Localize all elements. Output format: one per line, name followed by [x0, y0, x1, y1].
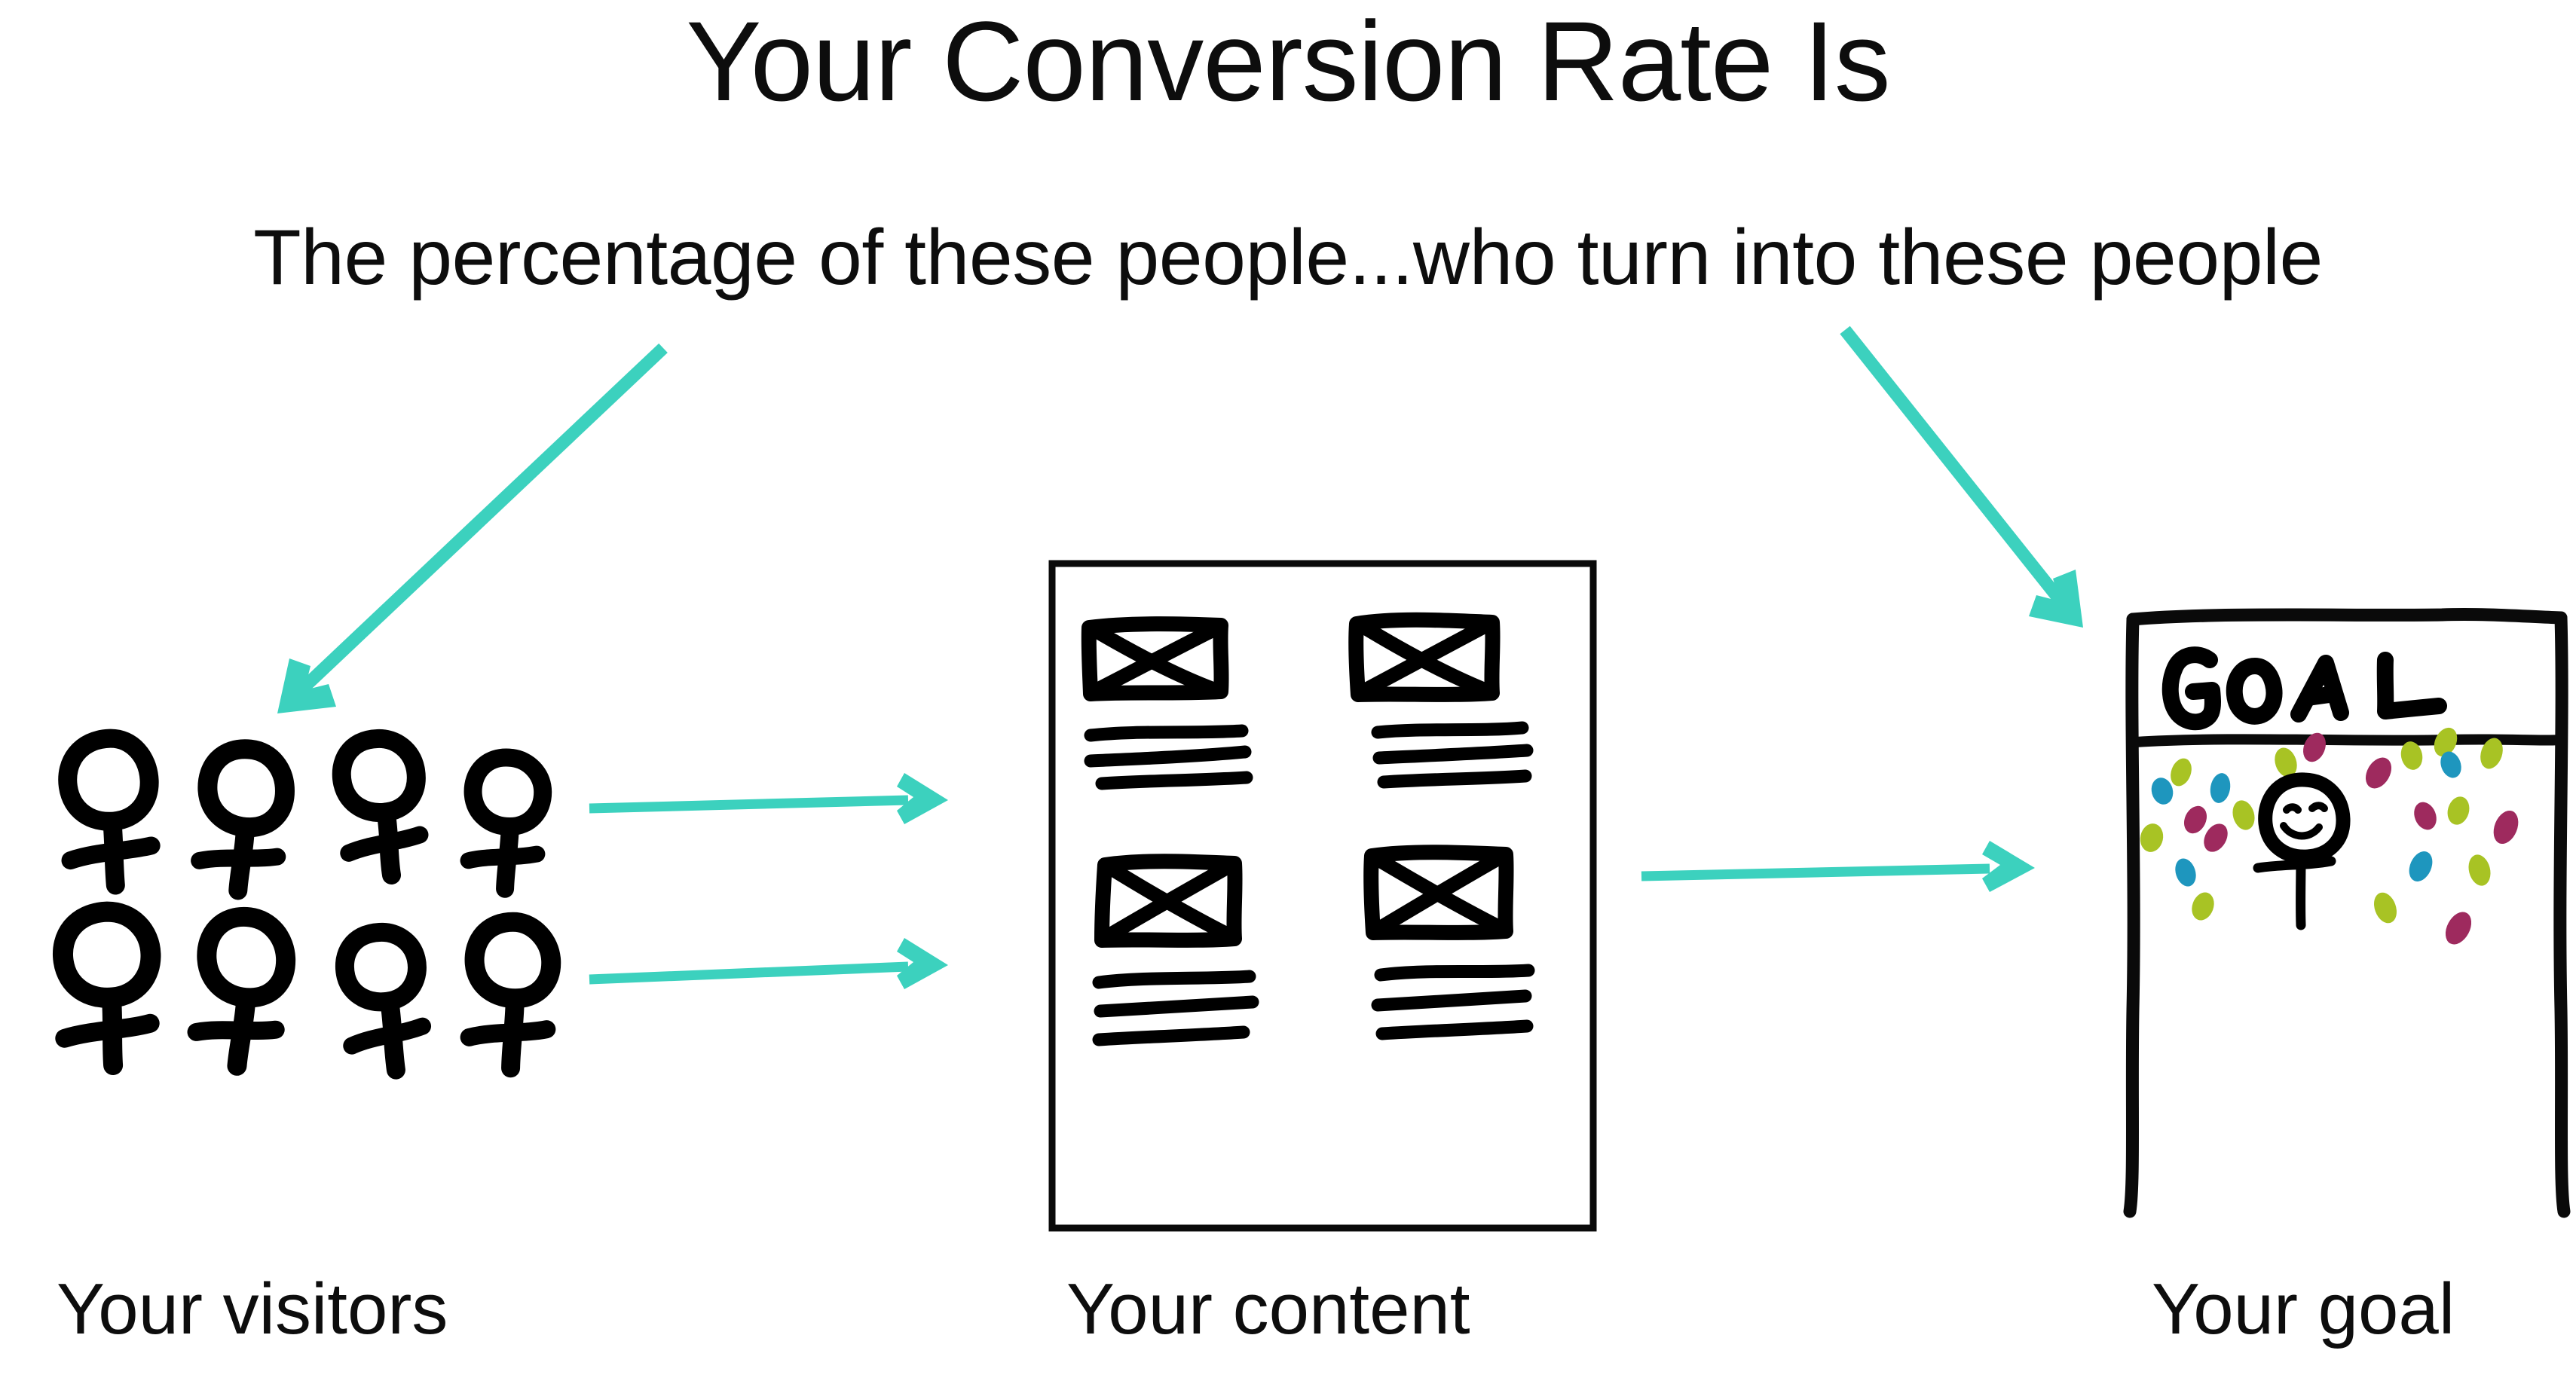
- crossed-box-image-placeholder: [1348, 612, 1501, 702]
- content-block: [1081, 616, 1253, 790]
- stick-figure-person: [460, 912, 561, 1078]
- stick-figure-person: [335, 922, 432, 1080]
- confetti-group: [2140, 727, 2519, 945]
- goal-poster-frame: [2123, 607, 2571, 1218]
- crossed-box-image-placeholder: [1363, 845, 1514, 940]
- caption-your-goal: Your goal: [2152, 1269, 2455, 1349]
- arrow-visitors-row1-to-content: [589, 773, 948, 824]
- content-text-lines: [1371, 964, 1535, 1040]
- content-page-border: [1048, 560, 1597, 1232]
- stick-figure-person: [58, 729, 161, 895]
- crossed-box-image-placeholder: [1081, 616, 1229, 701]
- page-subtitle: The percentage of these people...who tur…: [253, 214, 2323, 301]
- arrow-visitors-row2-to-content: [589, 938, 948, 989]
- stick-figure-person: [460, 748, 552, 898]
- goal-banner-divider: [2131, 734, 2566, 747]
- page-title: Your Conversion Rate Is: [686, 0, 1890, 124]
- stick-figure-person: [332, 729, 429, 884]
- stick-figure-person: [191, 739, 295, 900]
- arrow-content-to-goal: [1641, 841, 2035, 892]
- arrow-subtitle-to-visitors: [277, 343, 668, 713]
- content-block: [1348, 612, 1534, 789]
- arrow-subtitle-to-goal: [1840, 325, 2083, 628]
- content-text-lines: [1092, 970, 1259, 1046]
- stick-figure-person: [53, 901, 161, 1076]
- celebrating-stick-figure: [2253, 772, 2351, 930]
- content-block: [1363, 845, 1535, 1040]
- content-text-lines: [1371, 721, 1534, 789]
- content-block: [1092, 854, 1259, 1046]
- goal-banner-text: [2161, 646, 2447, 731]
- caption-your-content: Your content: [1066, 1269, 1470, 1349]
- caption-your-visitors: Your visitors: [57, 1269, 448, 1349]
- content-text-lines: [1084, 724, 1253, 790]
- crossed-box-image-placeholder: [1094, 854, 1243, 948]
- stick-figure-person: [187, 906, 296, 1076]
